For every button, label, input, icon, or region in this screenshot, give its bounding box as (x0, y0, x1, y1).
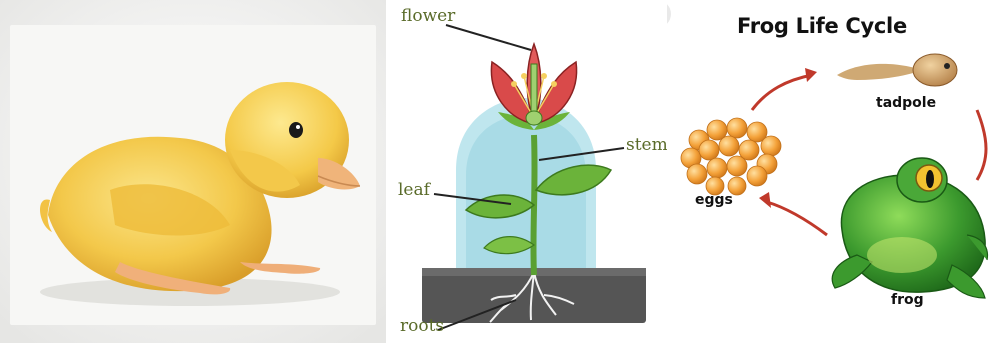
roots-label: roots (400, 316, 444, 336)
frog-life-cycle-diagram: Frog Life Cycle tadpole eggs frog (667, 0, 989, 343)
plant-parts-diagram: flower stem leaf roots (386, 0, 667, 343)
flower-label: flower (401, 6, 455, 26)
tadpole-label: tadpole (876, 95, 936, 111)
duckling-image (0, 0, 386, 343)
leaf-label: leaf (398, 180, 430, 200)
frog-life-cycle-illustration (667, 0, 989, 343)
plant-illustration (386, 0, 667, 343)
eggs-label: eggs (695, 192, 733, 208)
stem-label: stem (626, 135, 667, 155)
frog-label: frog (891, 292, 924, 308)
diagram-title: Frog Life Cycle (737, 14, 907, 38)
duckling-photo (0, 0, 386, 343)
